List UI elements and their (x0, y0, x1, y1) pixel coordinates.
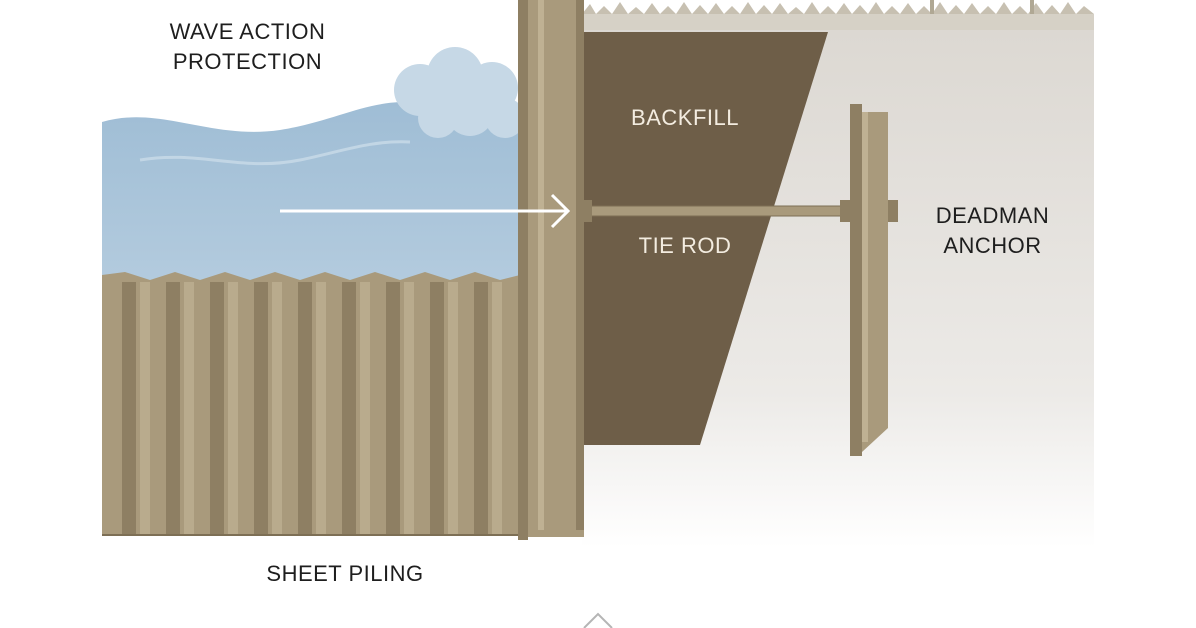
grass-surface (582, 0, 1094, 30)
tie-rod-label: TIE ROD (638, 233, 732, 258)
water-body (102, 101, 520, 282)
deadman-line-1: DEADMAN (935, 203, 1050, 228)
backfill-wedge (582, 32, 828, 445)
sheet-piling (102, 272, 520, 536)
wave-spray (394, 47, 525, 138)
wave-action-protection-label: WAVE ACTION PROTECTION (135, 17, 360, 77)
logo-mark (583, 612, 613, 628)
deadman-anchor-label: DEADMAN ANCHOR (905, 201, 1080, 261)
deadman-anchor (850, 104, 888, 456)
wave-action-line-2: PROTECTION (172, 49, 323, 74)
sheet-piling-label: SHEET PILING (266, 561, 424, 586)
wave-action-line-1: WAVE ACTION (169, 19, 326, 44)
backfill-label: BACKFILL (631, 105, 739, 130)
wall-pile (518, 0, 584, 540)
deadman-line-2: ANCHOR (943, 233, 1042, 258)
wave-force-arrow (280, 193, 571, 229)
